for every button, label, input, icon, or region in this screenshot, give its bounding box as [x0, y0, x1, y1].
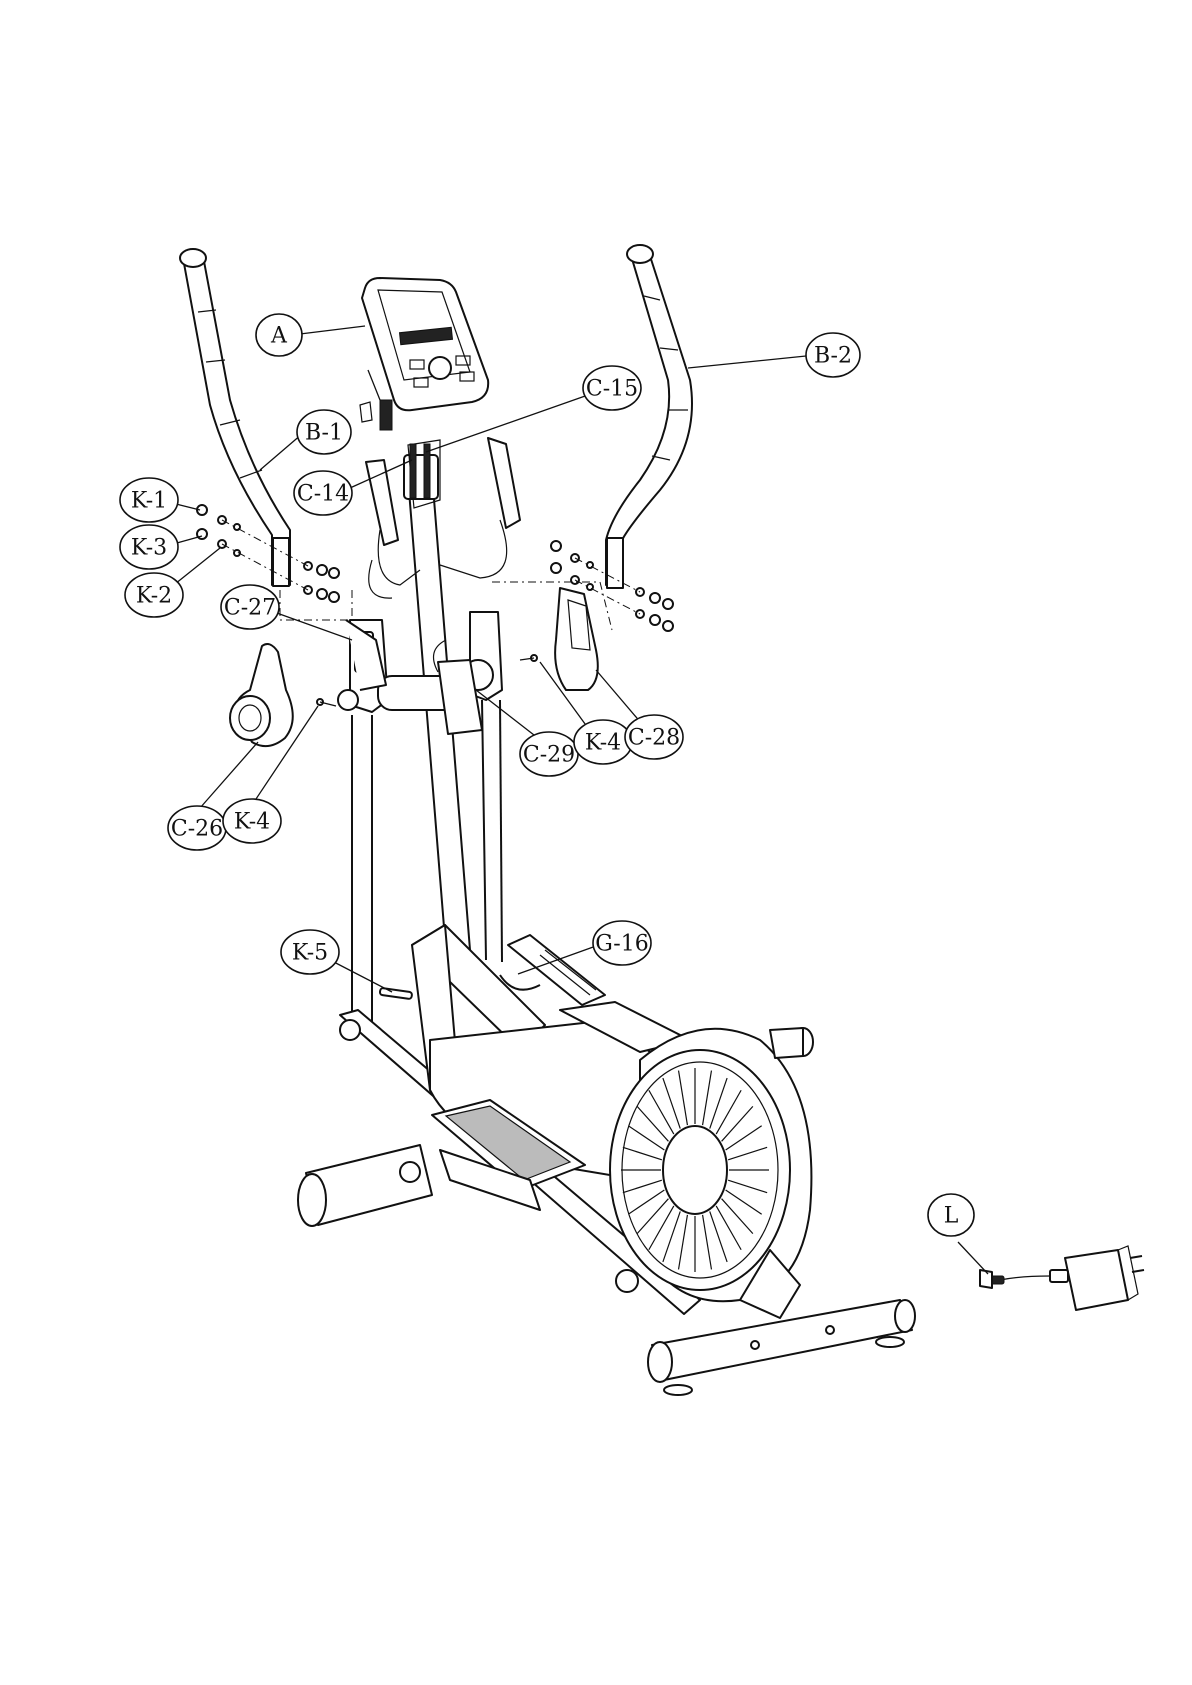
callout-K-3: K-3: [120, 525, 178, 569]
callout-C-29: C-29: [520, 732, 578, 776]
callout-C-29-label: C-29: [523, 743, 575, 768]
callout-C-28: C-28: [625, 715, 683, 759]
callout-C-27: C-27: [221, 585, 279, 629]
callout-C-15-label: C-15: [586, 377, 638, 402]
callout-B-2: B-2: [806, 333, 860, 377]
callout-B-2-label: B-2: [814, 344, 852, 369]
callout-K-4-left: K-4: [223, 799, 281, 843]
right-side-cover: [555, 588, 598, 690]
callout-K-5-label: K-5: [292, 941, 328, 966]
callout-K-4-right-label: K-4: [585, 731, 621, 756]
callout-C-26-label: C-26: [171, 817, 223, 842]
pivot-pin: [380, 988, 413, 999]
callout-A-label: A: [270, 324, 288, 349]
callout-K-5: K-5: [281, 930, 339, 974]
callout-C-28-label: C-28: [628, 726, 680, 751]
callout-L-label: L: [944, 1204, 959, 1229]
callout-K-2: K-2: [125, 573, 183, 617]
callout-K-4-right: K-4: [574, 720, 632, 764]
right-handlebar: [606, 245, 692, 588]
callout-C-14: C-14: [294, 471, 352, 515]
callout-C-14-label: C-14: [297, 482, 349, 507]
callout-C-27-label: C-27: [224, 596, 276, 621]
flywheel-housing: [610, 1028, 813, 1301]
power-adapter: [980, 1246, 1144, 1310]
console: [360, 278, 488, 430]
callout-B-1: B-1: [297, 410, 351, 454]
callout-K-3-label: K-3: [131, 536, 167, 561]
callout-A: A: [256, 314, 302, 356]
callout-K-1-label: K-1: [131, 489, 167, 514]
callout-C-15: C-15: [583, 366, 641, 410]
callout-G-16: G-16: [593, 921, 651, 965]
callout-K-2-label: K-2: [136, 584, 172, 609]
callout-C-26: C-26: [168, 806, 226, 850]
callout-G-16-label: G-16: [595, 932, 648, 957]
callout-L: L: [928, 1194, 974, 1236]
callout-K-1: K-1: [120, 478, 178, 522]
callout-B-1-label: B-1: [305, 421, 343, 446]
left-side-cover: [230, 644, 293, 746]
callout-K-4-left-label: K-4: [234, 810, 270, 835]
